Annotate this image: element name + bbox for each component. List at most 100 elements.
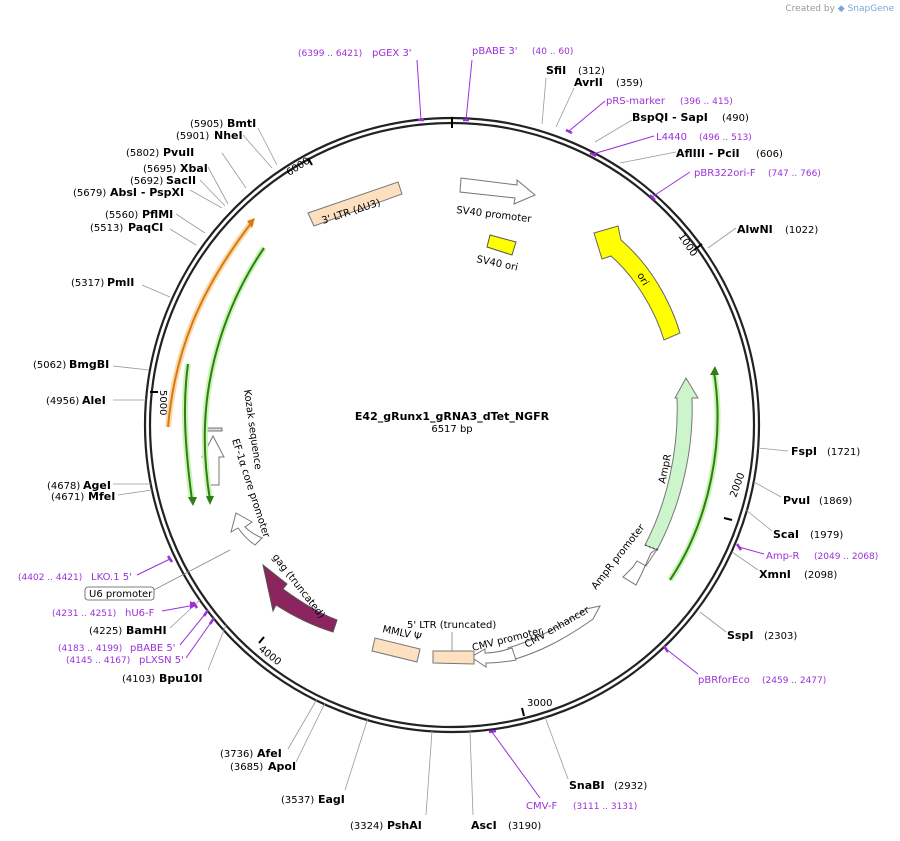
site-pvuii-name: PvuII [163, 146, 194, 159]
site-afei-pos: (3736) [220, 749, 253, 760]
feature-ori[interactable]: ori [593, 225, 681, 341]
primer-pbabe-3-range: (40 .. 60) [532, 47, 573, 57]
site-bpu10i[interactable]: (4103) Bpu10I [122, 624, 227, 685]
credit: Created by ◆ SnapGene [785, 4, 894, 14]
site-agei[interactable]: (4678) AgeI [47, 479, 151, 492]
site-pvui-pos: (1869) [819, 496, 852, 507]
sv40-ori-label: SV40 ori [475, 254, 518, 274]
feature-sv40-promoter[interactable]: SV40 promoter [456, 177, 536, 225]
feature-ampr-promoter[interactable]: AmpR promoter [590, 522, 659, 592]
primer-pgex-3[interactable]: (6399 .. 6421) pGEX 3' [298, 48, 424, 122]
tick-3000: 3000 [527, 698, 552, 709]
site-bmti[interactable]: (5905) BmtI [190, 117, 278, 166]
site-afei[interactable]: (3736) AfeI [220, 698, 318, 760]
u6-label: U6 promoter [89, 589, 153, 600]
site-sacii[interactable]: (5692) SacII [130, 174, 226, 207]
site-pshai-pos: (3324) [350, 821, 383, 832]
site-asci-pos: (3190) [508, 821, 541, 832]
site-eagi-name: EagI [318, 793, 345, 806]
site-eagi[interactable]: (3537) EagI [281, 717, 369, 806]
site-sspi-pos: (2303) [764, 631, 797, 642]
feature-5-ltr[interactable]: 5' LTR (truncated) [407, 620, 496, 665]
site-bpu10i-pos: (4103) [122, 674, 155, 685]
site-alwni-pos: (1022) [785, 225, 818, 236]
primer-pbabe-3[interactable]: pBABE 3' (40 .. 60) [463, 46, 573, 122]
site-absi[interactable]: (5679) AbsI - PspXI [73, 186, 223, 209]
feature-3-ltr[interactable]: 3' LTR (ΔU3) [307, 181, 403, 227]
site-afliii-pos: (606) [756, 149, 783, 160]
site-xmni-pos: (2098) [804, 570, 837, 581]
site-pmli-name: PmlI [107, 276, 134, 289]
site-bspqi-name: BspQI - SapI [632, 111, 708, 124]
site-avrii-pos: (359) [616, 78, 643, 89]
site-pflmi-name: PflMI [142, 208, 173, 221]
site-xbai[interactable]: (5695) XbaI [143, 162, 229, 205]
site-sspi[interactable]: SspI (2303) [699, 611, 797, 642]
site-pvuii[interactable]: (5802) PvuII [126, 146, 247, 189]
primer-l4440-name: L4440 [656, 132, 687, 143]
site-bpu10i-name: Bpu10I [159, 672, 203, 685]
primer-amp-r-name: Amp-R [766, 551, 800, 562]
site-snabi[interactable]: SnaBI (2932) [544, 716, 647, 792]
site-absi-pos: (5679) [73, 188, 106, 199]
created-by-text: Created by [785, 4, 835, 14]
primer-hu6-f[interactable]: (4231 .. 4251) hU6-F [52, 601, 199, 619]
site-apoi-name: ApoI [268, 760, 296, 773]
site-alei-pos: (4956) [46, 396, 79, 407]
site-pvui-name: PvuI [783, 494, 810, 507]
site-agei-name: AgeI [83, 479, 111, 492]
site-apoi[interactable]: (3685) ApoI [230, 702, 326, 773]
site-pflmi[interactable]: (5560) PflMI [105, 208, 206, 234]
site-nhei-name: NheI [214, 129, 243, 142]
site-pvui[interactable]: PvuI (1869) [753, 481, 852, 507]
site-afliii[interactable]: AflIII - PciI (606) [619, 147, 783, 164]
primer-cmv-f-range: (3111 .. 3131) [573, 802, 637, 812]
site-alei[interactable]: (4956) AleI [46, 394, 146, 407]
primer-cmv-f-name: CMV-F [526, 801, 557, 812]
site-paqci[interactable]: (5513) PaqCI [90, 221, 197, 246]
feature-mmlv-psi[interactable]: MMLV Ψ [371, 624, 423, 663]
site-pvuii-pos: (5802) [126, 148, 159, 159]
feature-ampr[interactable]: AmpR [644, 376, 699, 551]
site-paqci-name: PaqCI [128, 221, 163, 234]
site-fspi[interactable]: FspI (1721) [757, 445, 860, 458]
site-bspqi[interactable]: BspQI - SapI (490) [594, 111, 749, 143]
site-scai-name: ScaI [773, 528, 799, 541]
primer-pbr322ori-f[interactable]: pBR322ori-F (747 .. 766) [649, 168, 821, 201]
site-sspi-name: SspI [727, 629, 753, 642]
tick-2000: 2000 [728, 471, 747, 499]
site-scai[interactable]: ScaI (1979) [745, 509, 843, 541]
site-mfei[interactable]: (4671) MfeI [51, 489, 153, 503]
primer-pbabe-3-name: pBABE 3' [472, 46, 518, 57]
site-bmgbi[interactable]: (5062) BmgBI [33, 358, 150, 371]
site-sfii-pos: (312) [578, 66, 605, 77]
snapgene-logo-icon: ◆ [837, 4, 845, 14]
feature-sv40-ori[interactable]: SV40 ori [475, 234, 519, 274]
site-xmni[interactable]: XmnI (2098) [731, 551, 837, 581]
ampr-promoter-label: AmpR promoter [590, 522, 648, 592]
primer-pbrforeco[interactable]: pBRforEco (2459 .. 2477) [662, 645, 826, 686]
primer-l4440[interactable]: L4440 (496 .. 513) [589, 132, 752, 158]
primer-lko1-5[interactable]: (4402 .. 4421) LKO.1 5' [18, 555, 174, 583]
site-avrii[interactable]: AvrII (359) [555, 76, 643, 128]
primer-prs-marker[interactable]: pRS-marker (396 .. 415) [565, 96, 733, 135]
feature-u6-promoter[interactable]: U6 promoter [84, 549, 231, 601]
site-sfii[interactable]: SfiI (312) [541, 64, 605, 125]
feature-gag[interactable]: gag (truncated) [262, 552, 338, 633]
site-snabi-pos: (2932) [614, 781, 647, 792]
site-fspi-pos: (1721) [827, 447, 860, 458]
primer-pbabe-5-name: pBABE 5' [130, 643, 176, 654]
site-pshai[interactable]: (3324) PshAI [350, 730, 433, 832]
primer-pbabe-5[interactable]: (4183 .. 4199) pBABE 5' [58, 609, 210, 654]
primer-cmv-f[interactable]: CMV-F (3111 .. 3131) [488, 729, 637, 812]
site-snabi-name: SnaBI [569, 779, 605, 792]
site-pmli[interactable]: (5317) PmlI [71, 276, 171, 298]
site-asci[interactable]: AscI (3190) [469, 730, 541, 832]
site-nhei-pos: (5901) [176, 131, 209, 142]
primer-amp-r[interactable]: Amp-R (2049 .. 2068) [735, 543, 878, 562]
site-alwni[interactable]: AlwNI (1022) [707, 223, 818, 249]
primer-lko1-5-range: (4402 .. 4421) [18, 573, 82, 583]
site-eagi-pos: (3537) [281, 795, 314, 806]
site-nhei[interactable]: (5901) NheI [176, 129, 273, 169]
primer-plxsn-5[interactable]: (4145 .. 4167) pLXSN 5' [66, 617, 216, 666]
